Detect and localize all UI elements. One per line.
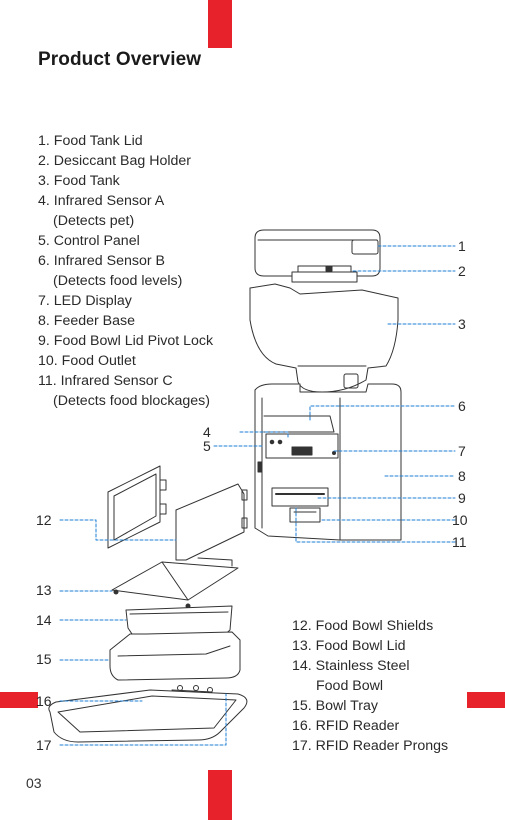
- callout-16: 16: [36, 693, 52, 709]
- callout-3: 3: [458, 316, 466, 332]
- bowl-tray: [110, 632, 240, 680]
- feeder-base: [255, 384, 401, 540]
- food-tank-lid: [255, 230, 380, 276]
- food-tank: [250, 284, 398, 392]
- callout-14: 14: [36, 612, 52, 628]
- callout-9: 9: [458, 490, 466, 506]
- food-bowl-shields: [108, 466, 247, 560]
- callout-6: 6: [458, 398, 466, 414]
- page-number: 03: [26, 775, 42, 791]
- callout-13: 13: [36, 582, 52, 598]
- callout-1: 1: [458, 238, 466, 254]
- callout-17: 17: [36, 737, 52, 753]
- food-bowl-lid: [112, 558, 238, 608]
- callout-12: 12: [36, 512, 52, 528]
- callout-10: 10: [452, 512, 468, 528]
- callout-8: 8: [458, 468, 466, 484]
- callout-7: 7: [458, 443, 466, 459]
- callout-15: 15: [36, 651, 52, 667]
- rfid-reader: [49, 686, 247, 743]
- callout-2: 2: [458, 263, 466, 279]
- callout-11: 11: [452, 534, 467, 550]
- callout-5: 5: [203, 438, 211, 454]
